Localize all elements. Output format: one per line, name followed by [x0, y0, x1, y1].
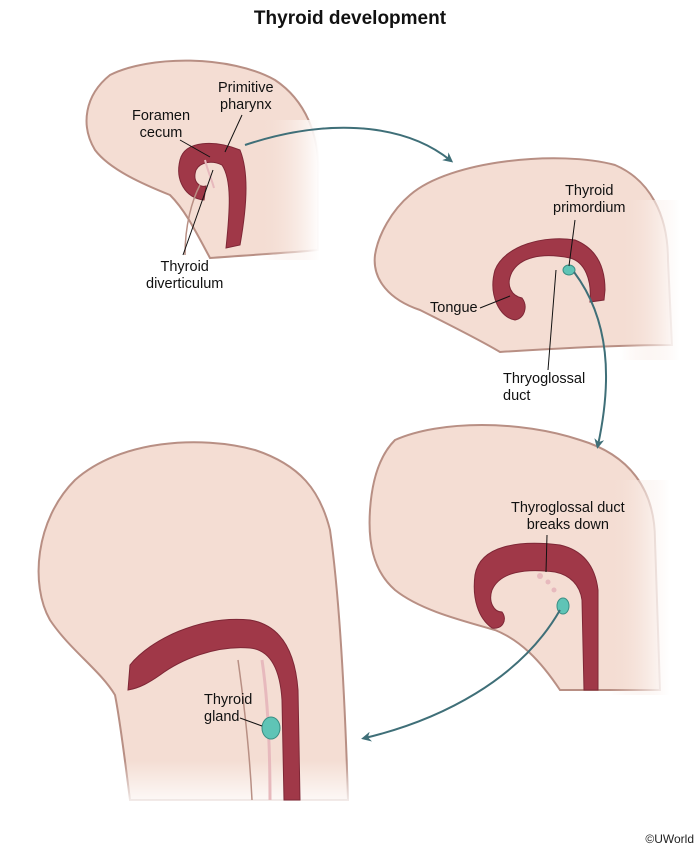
label-primitive-pharynx-line-1: Primitive	[218, 80, 274, 96]
embryo-4-pharynx	[127, 618, 301, 801]
copyright-credit: ©UWorld	[645, 832, 694, 846]
label-thyroglossal-duct: Thryoglossal duct	[503, 371, 585, 405]
embryo-2-thyroid-primordium	[562, 264, 576, 276]
embryo-1-pharynx	[178, 142, 247, 249]
embryo-1-diverticulum	[204, 159, 215, 189]
leader-tongue	[479, 295, 511, 309]
stage-arrow-1	[244, 126, 454, 163]
label-thyroid-diverticulum: Thyroid diverticulum	[146, 259, 223, 293]
label-primitive-pharynx: Primitive pharynx	[218, 80, 274, 114]
label-thyroid-gland-line-1: Thyroid	[204, 692, 253, 708]
leader-foramen-cecum	[179, 139, 211, 158]
label-thyroglossal-duct-line-2: duct	[503, 388, 531, 404]
label-tongue-text: Tongue	[430, 300, 478, 316]
label-thyroid-primordium-line-1: Thyroid	[565, 183, 614, 199]
label-primitive-pharynx-line-2: pharynx	[220, 97, 272, 113]
diagram-title: Thyroid development	[253, 8, 447, 29]
label-duct-breaks-down: Thyroglossal duct breaks down	[511, 500, 625, 534]
label-duct-breaks-down-line-2: breaks down	[526, 517, 609, 533]
embryo-4-body	[37, 441, 350, 801]
embryo-stage-4	[37, 441, 360, 810]
label-thyroid-primordium: Thyroid primordium	[553, 183, 626, 217]
embryo-3-pharynx	[473, 542, 599, 691]
label-thyroid-diverticulum-line-1: Thyroid	[160, 259, 209, 275]
leader-thyroid-primordium	[568, 219, 576, 267]
label-duct-breaks-down-line-1: Thyroglossal duct	[511, 500, 625, 516]
label-tongue: Tongue	[430, 300, 478, 317]
label-foramen-cecum: Foramen cecum	[132, 108, 190, 142]
label-foramen-cecum-line-1: Foramen	[132, 108, 191, 124]
embryo-4-thyroid-gland	[261, 716, 281, 740]
leader-primitive-pharynx	[224, 114, 243, 153]
label-thyroid-gland-line-2: gland	[204, 709, 240, 725]
embryo-2-pharynx	[492, 238, 606, 321]
embryo-stage-1	[85, 59, 320, 260]
leader-thyroid-diverticulum	[182, 169, 214, 256]
leader-thyroglossal-duct	[547, 269, 557, 371]
label-thyroid-primordium-line-2: primordium	[553, 200, 626, 216]
embryo-stage-3	[368, 424, 670, 695]
leader-thyroid-gland	[239, 717, 263, 727]
label-thyroid-gland: Thyroid gland	[204, 692, 252, 726]
stage-arrow-3	[361, 609, 561, 742]
label-foramen-cecum-line-2: cecum	[139, 125, 183, 141]
leader-duct-breaks-down	[545, 534, 548, 573]
label-thyroid-diverticulum-line-2: diverticulum	[146, 276, 224, 292]
stage-arrow-2	[573, 271, 608, 449]
embryo-stage-2	[373, 157, 680, 360]
label-thyroglossal-duct-line-1: Thryoglossal	[503, 371, 586, 387]
